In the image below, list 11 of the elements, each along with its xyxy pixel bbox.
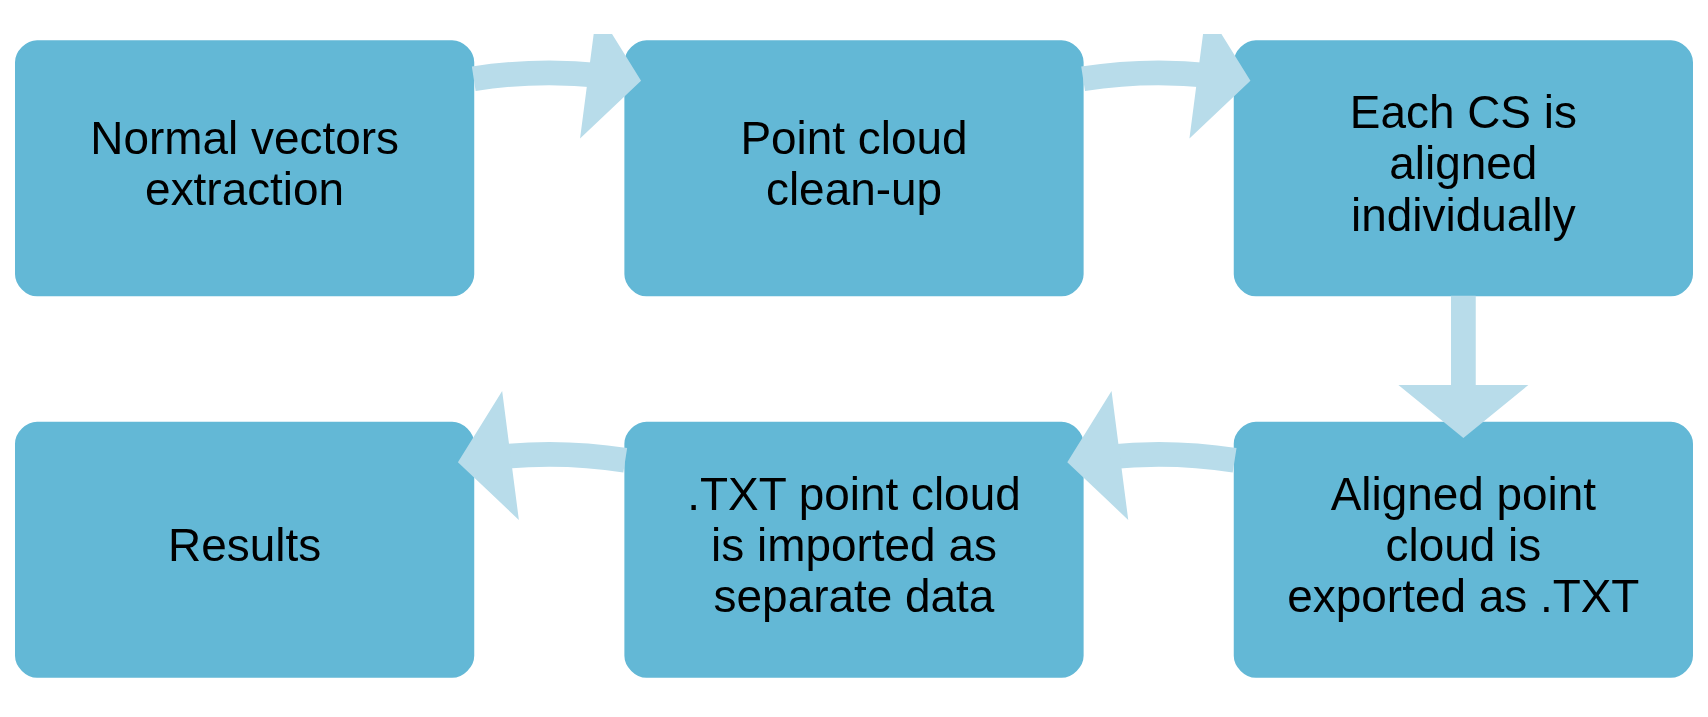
arrow	[457, 390, 628, 520]
node-box: Each CS is aligned individually	[1233, 39, 1693, 296]
node-box: Aligned point cloud is exported as .TXT	[1233, 421, 1693, 678]
node-box: Point cloud clean-up	[624, 39, 1084, 296]
node-box: Normal vectors extraction	[15, 39, 475, 296]
node-box: Results	[15, 421, 475, 678]
node-box: .TXT point cloud is imported as separate data	[624, 421, 1084, 678]
arrow	[1398, 295, 1529, 438]
arrow	[1081, 33, 1251, 138]
arrow	[471, 33, 642, 138]
arrow	[1067, 390, 1237, 520]
